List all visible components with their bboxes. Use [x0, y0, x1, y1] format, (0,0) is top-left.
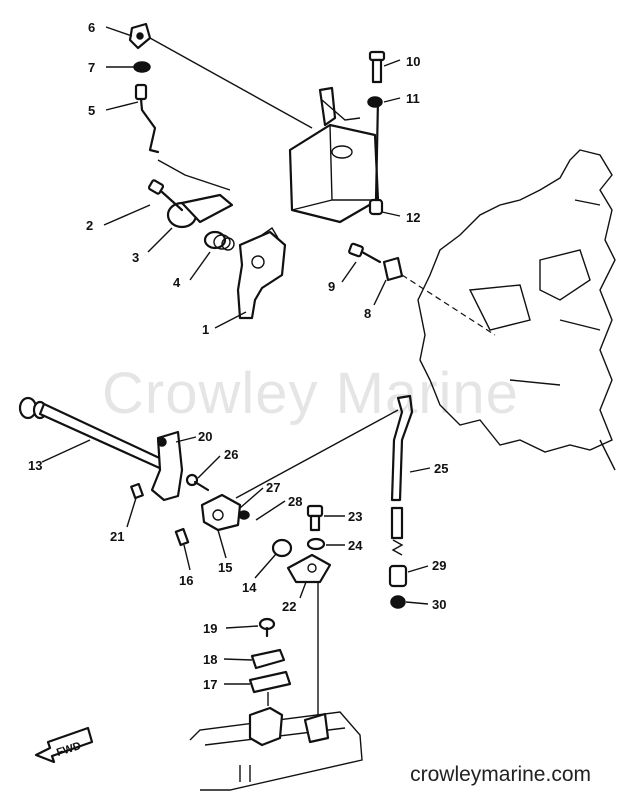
callout-20: 20	[198, 429, 212, 444]
callout-19: 19	[203, 621, 217, 636]
part-8-collar	[382, 256, 404, 282]
part-2-bolt	[147, 179, 184, 212]
callout-27: 27	[266, 480, 280, 495]
callout-5: 5	[88, 103, 95, 118]
callout-4: 4	[173, 275, 181, 290]
part-17-plate	[248, 670, 292, 694]
callout-13: 13	[28, 458, 42, 473]
part-22-lever	[286, 553, 332, 584]
part-10-bolt	[368, 50, 386, 84]
leader-lines	[41, 26, 431, 685]
part-29-collar	[388, 564, 408, 588]
callout-23: 23	[348, 509, 362, 524]
base-housing	[189, 706, 363, 791]
part-27-clip	[238, 510, 250, 520]
callout-14: 14	[242, 580, 257, 595]
callout-29: 29	[432, 558, 446, 573]
callout-22: 22	[282, 599, 296, 614]
website-label: crowleymarine.com	[410, 763, 591, 786]
callouts: 6 7 5 10 11 12 2 3 4 1 9 8 13 20 26 21 2…	[28, 20, 448, 692]
callout-26: 26	[224, 447, 238, 462]
part-9-bolt	[348, 242, 382, 264]
part-4-spring	[203, 230, 235, 251]
callout-21: 21	[110, 529, 124, 544]
part-11-nut	[367, 96, 383, 108]
callout-3: 3	[132, 250, 139, 265]
callout-24: 24	[348, 538, 363, 553]
part-5-link	[134, 83, 160, 154]
callout-11: 11	[406, 91, 420, 106]
fwd-arrow-icon: FWD	[34, 726, 94, 764]
part-15-block	[200, 493, 242, 532]
callout-16: 16	[179, 573, 193, 588]
callout-18: 18	[203, 652, 217, 667]
part-16-bolt	[174, 527, 190, 547]
part-18-plate	[250, 648, 286, 670]
watermark: Crowley Marine	[102, 361, 519, 426]
callout-9: 9	[328, 279, 335, 294]
engine-block-outline	[417, 149, 616, 471]
part-7-washer	[133, 61, 151, 73]
part-3-lever	[157, 159, 234, 229]
callout-8: 8	[364, 306, 371, 321]
callout-1: 1	[202, 322, 209, 337]
callout-2: 2	[86, 218, 93, 233]
callout-15: 15	[218, 560, 232, 575]
callout-6: 6	[88, 20, 95, 35]
part-21-bolt	[130, 482, 144, 500]
callout-28: 28	[288, 494, 302, 509]
callout-7: 7	[88, 60, 95, 75]
part-23-bolt	[306, 504, 324, 532]
part-30-nut	[390, 595, 406, 609]
callout-12: 12	[406, 210, 420, 225]
callout-30: 30	[432, 597, 446, 612]
part-26-bolt	[185, 473, 210, 492]
part-25-rod	[235, 394, 414, 556]
rod-upper	[368, 98, 384, 216]
part-19-screw	[258, 617, 276, 638]
callout-10: 10	[406, 54, 420, 69]
part-14-bushing	[271, 538, 293, 558]
bracket-housing	[288, 86, 380, 224]
part-6-clip	[128, 22, 152, 50]
part-1-cam	[236, 226, 287, 320]
part-24-washer	[306, 537, 326, 551]
callout-17: 17	[203, 677, 217, 692]
callout-25: 25	[434, 461, 448, 476]
part-20-bracket	[150, 430, 184, 502]
